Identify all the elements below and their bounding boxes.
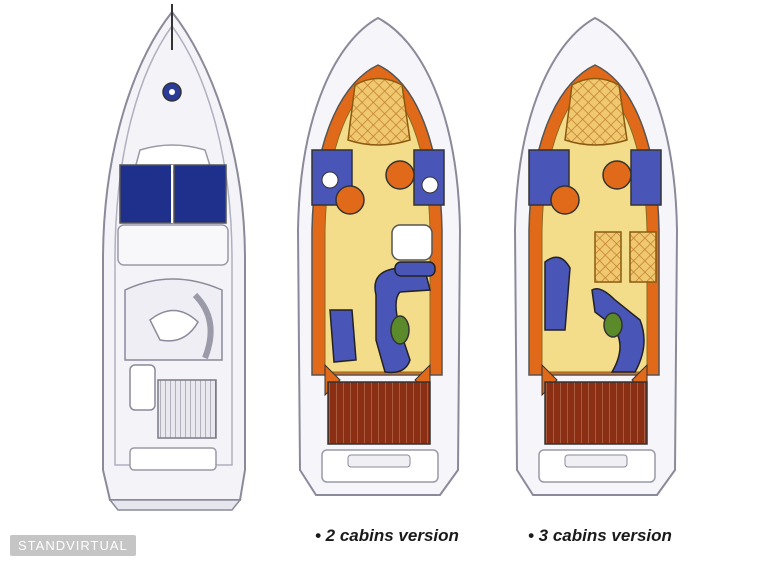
port-sofa [329, 309, 357, 363]
head-right [413, 149, 445, 206]
bunk-right [629, 231, 657, 283]
swim-platform [129, 447, 217, 471]
teak-cockpit [544, 381, 648, 445]
forward-berth [564, 77, 628, 146]
windscreen-right [173, 164, 227, 224]
helm-seat [129, 364, 156, 411]
three-cabins-plan [513, 16, 679, 496]
saloon-table [603, 312, 623, 338]
two-cabins-plan [296, 16, 462, 496]
stool-1 [335, 185, 365, 215]
forward-berth [347, 77, 411, 146]
stool-1 [550, 185, 580, 215]
stool-2 [602, 160, 632, 190]
helm-seat [544, 256, 571, 331]
windscreen-left [119, 164, 173, 224]
sofa-back [394, 261, 436, 277]
deck-view-plan [102, 4, 246, 511]
stool-2 [385, 160, 415, 190]
hardtop [117, 224, 229, 266]
head-right [630, 149, 662, 206]
helm-station [391, 224, 433, 261]
bunk-left [594, 231, 622, 283]
saloon-table [390, 315, 410, 345]
aft-grating [157, 379, 217, 439]
caption-three-cabins: • 3 cabins version [528, 526, 672, 545]
watermark: STANDVIRTUAL [10, 535, 136, 556]
caption-two-cabins: • 2 cabins version [315, 526, 459, 545]
saloon-sofa [374, 267, 431, 374]
teak-cockpit [327, 381, 431, 445]
